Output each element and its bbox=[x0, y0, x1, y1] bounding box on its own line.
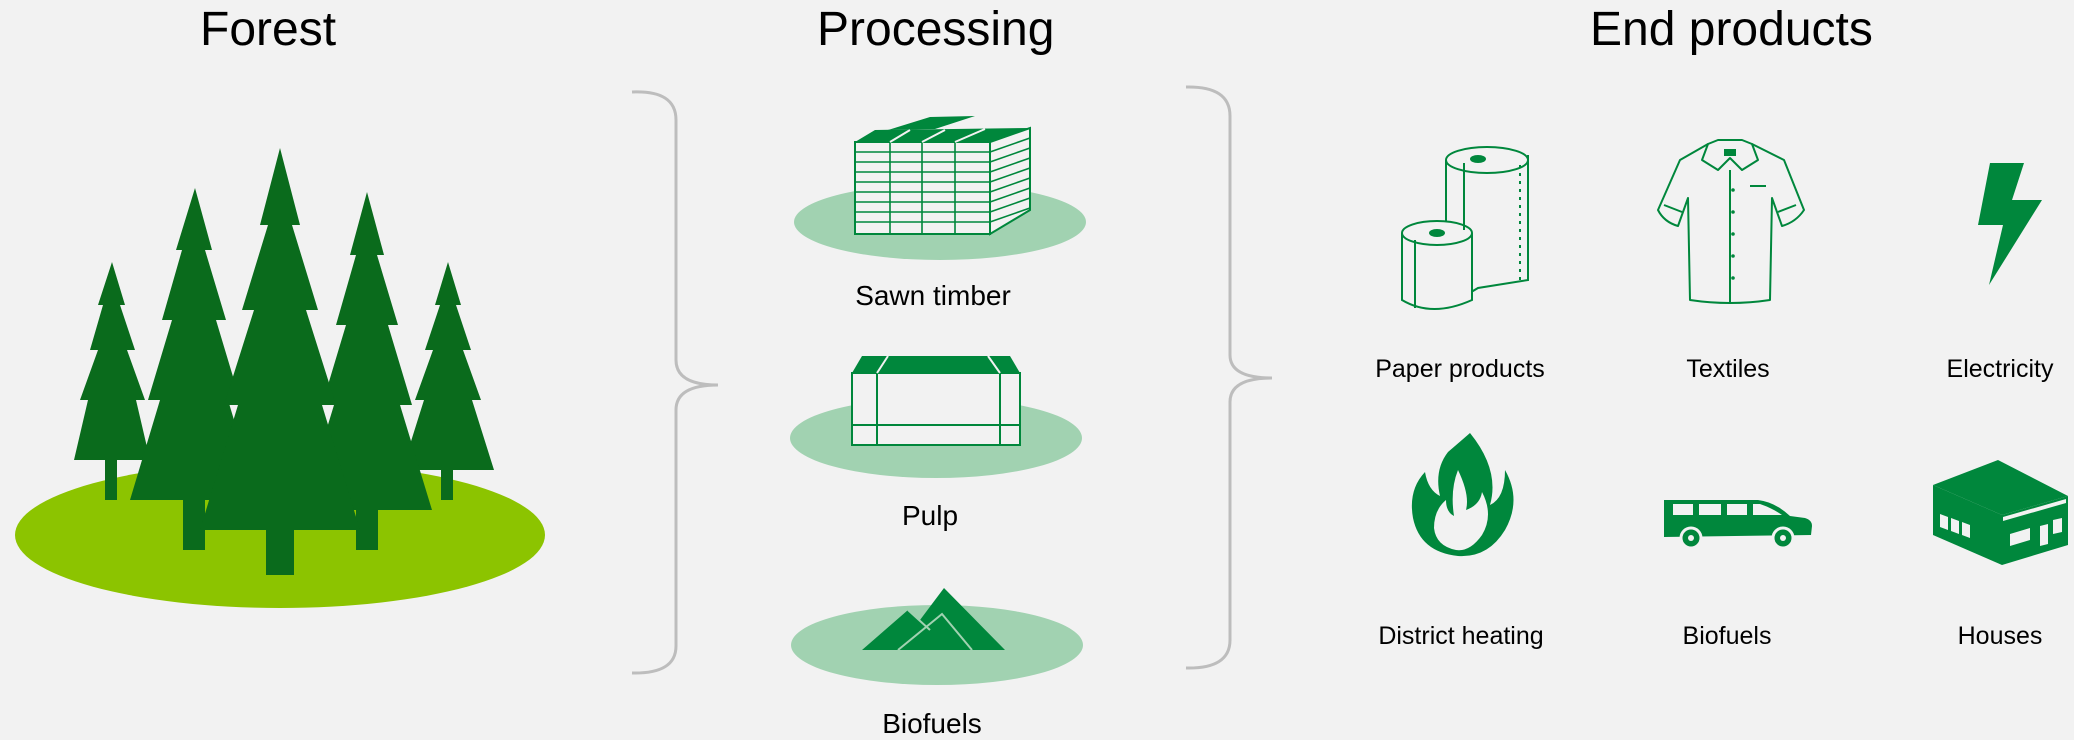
end-product-label-electricity: Electricity bbox=[1946, 355, 2054, 383]
processing-label-sawn-timber: Sawn timber bbox=[855, 280, 1011, 311]
left-bracket bbox=[631, 90, 719, 675]
trees-icon bbox=[74, 148, 494, 575]
end-products-heading: End products bbox=[1590, 3, 1873, 56]
end-product-label-district-heating: District heating bbox=[1378, 622, 1544, 650]
car-icon bbox=[1664, 500, 1812, 550]
processing-label-pulp: Pulp bbox=[901, 500, 959, 531]
house-icon bbox=[1933, 460, 2068, 565]
end-product-label-houses: Houses bbox=[1957, 622, 2043, 650]
pulp-bale-icon bbox=[790, 355, 1082, 478]
paper-rolls-icon bbox=[1401, 146, 1529, 310]
end-product-label-biofuels: Biofuels bbox=[1682, 622, 1772, 650]
forest-heading: Forest bbox=[200, 3, 337, 56]
woodchip-pile-icon bbox=[791, 588, 1083, 685]
end-product-label-textiles: Textiles bbox=[1686, 355, 1770, 383]
processing-heading: Processing bbox=[817, 3, 1055, 56]
shirt-icon bbox=[1657, 139, 1805, 304]
processing-label-biofuels: Biofuels bbox=[882, 708, 982, 739]
right-bracket bbox=[1185, 85, 1273, 670]
end-product-label-paper-products: Paper products bbox=[1375, 355, 1545, 383]
lightning-bolt-icon bbox=[1978, 163, 2042, 285]
forest-illustration bbox=[15, 148, 545, 608]
lumber-stack-icon bbox=[794, 116, 1086, 260]
flame-icon bbox=[1411, 433, 1514, 557]
